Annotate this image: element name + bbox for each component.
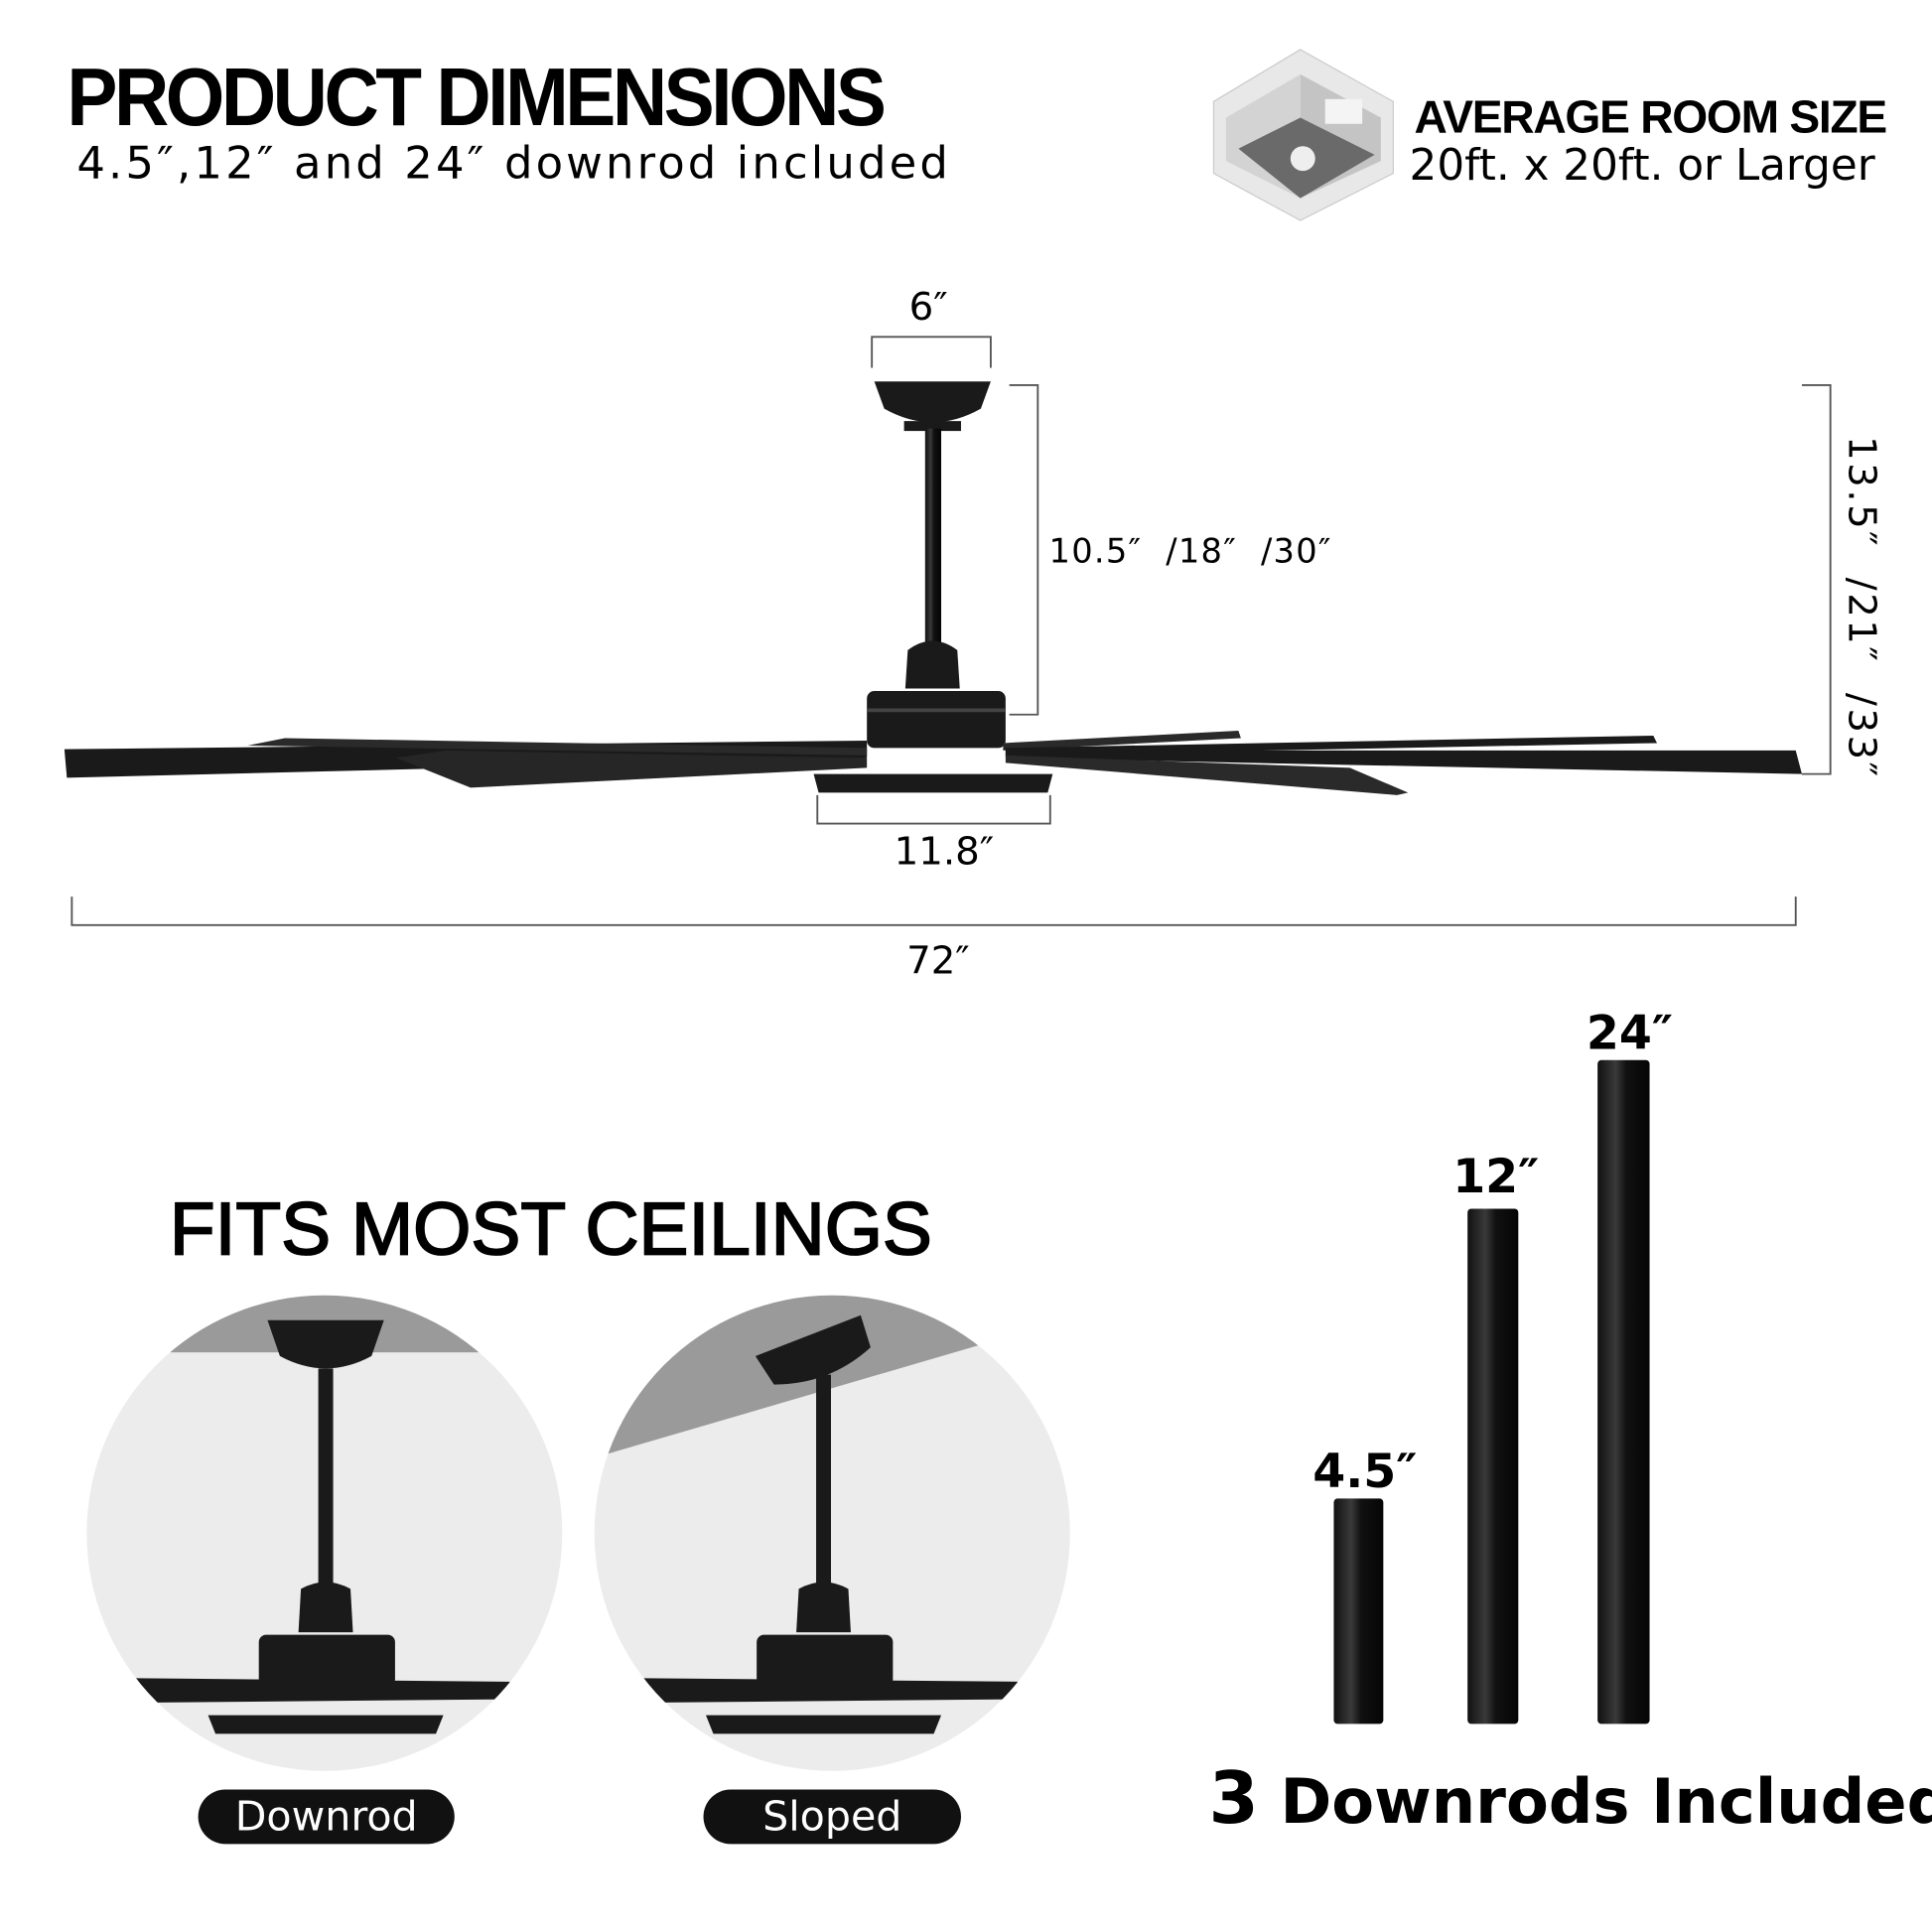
downrods-illustration: [1333, 1059, 1650, 1725]
downrod-mount-label: Downrod: [198, 1789, 455, 1845]
light-kit-width-label: 11.8″: [894, 829, 995, 875]
canopy-width-label: 6″: [908, 284, 948, 330]
dimension-lines: [70, 336, 1832, 926]
room-size-title: AVERAGE ROOM SIZE: [1414, 91, 1888, 143]
downrod-length-label: 24″: [1586, 1005, 1674, 1060]
mounting-title: FITS MOST CEILINGS: [169, 1186, 933, 1271]
downrod-4-5: [1333, 1498, 1384, 1725]
downrod-mount-illustration: [86, 1295, 563, 1771]
downrods-caption-text: Downrods Included: [1280, 1765, 1932, 1839]
total-height-label: 13.5″ /21″ /33″: [1839, 436, 1884, 779]
downrod-count: 3: [1208, 1755, 1259, 1841]
downrods-included-caption: 3 Downrods Included: [1208, 1756, 1932, 1841]
drop-length-label: 10.5″ /18″ /30″: [1048, 532, 1332, 572]
downrod-12: [1467, 1208, 1519, 1725]
blade-span-label: 72″: [906, 938, 970, 984]
fan-diagram: [64, 381, 1802, 795]
sloped-mount-label: Sloped: [703, 1789, 961, 1845]
downrod-length-label: 4.5″: [1312, 1444, 1418, 1499]
page-title: PRODUCT DIMENSIONS: [67, 51, 887, 143]
room-isometric-icon: [1212, 49, 1394, 221]
downrod-24: [1597, 1059, 1650, 1725]
downrod-length-label: 12″: [1452, 1149, 1540, 1204]
page-subtitle: 4.5″,12″ and 24″ downrod included: [76, 138, 951, 190]
sloped-mount-illustration: [594, 1295, 1070, 1771]
room-size-value: 20ft. x 20ft. or Larger: [1409, 141, 1875, 192]
